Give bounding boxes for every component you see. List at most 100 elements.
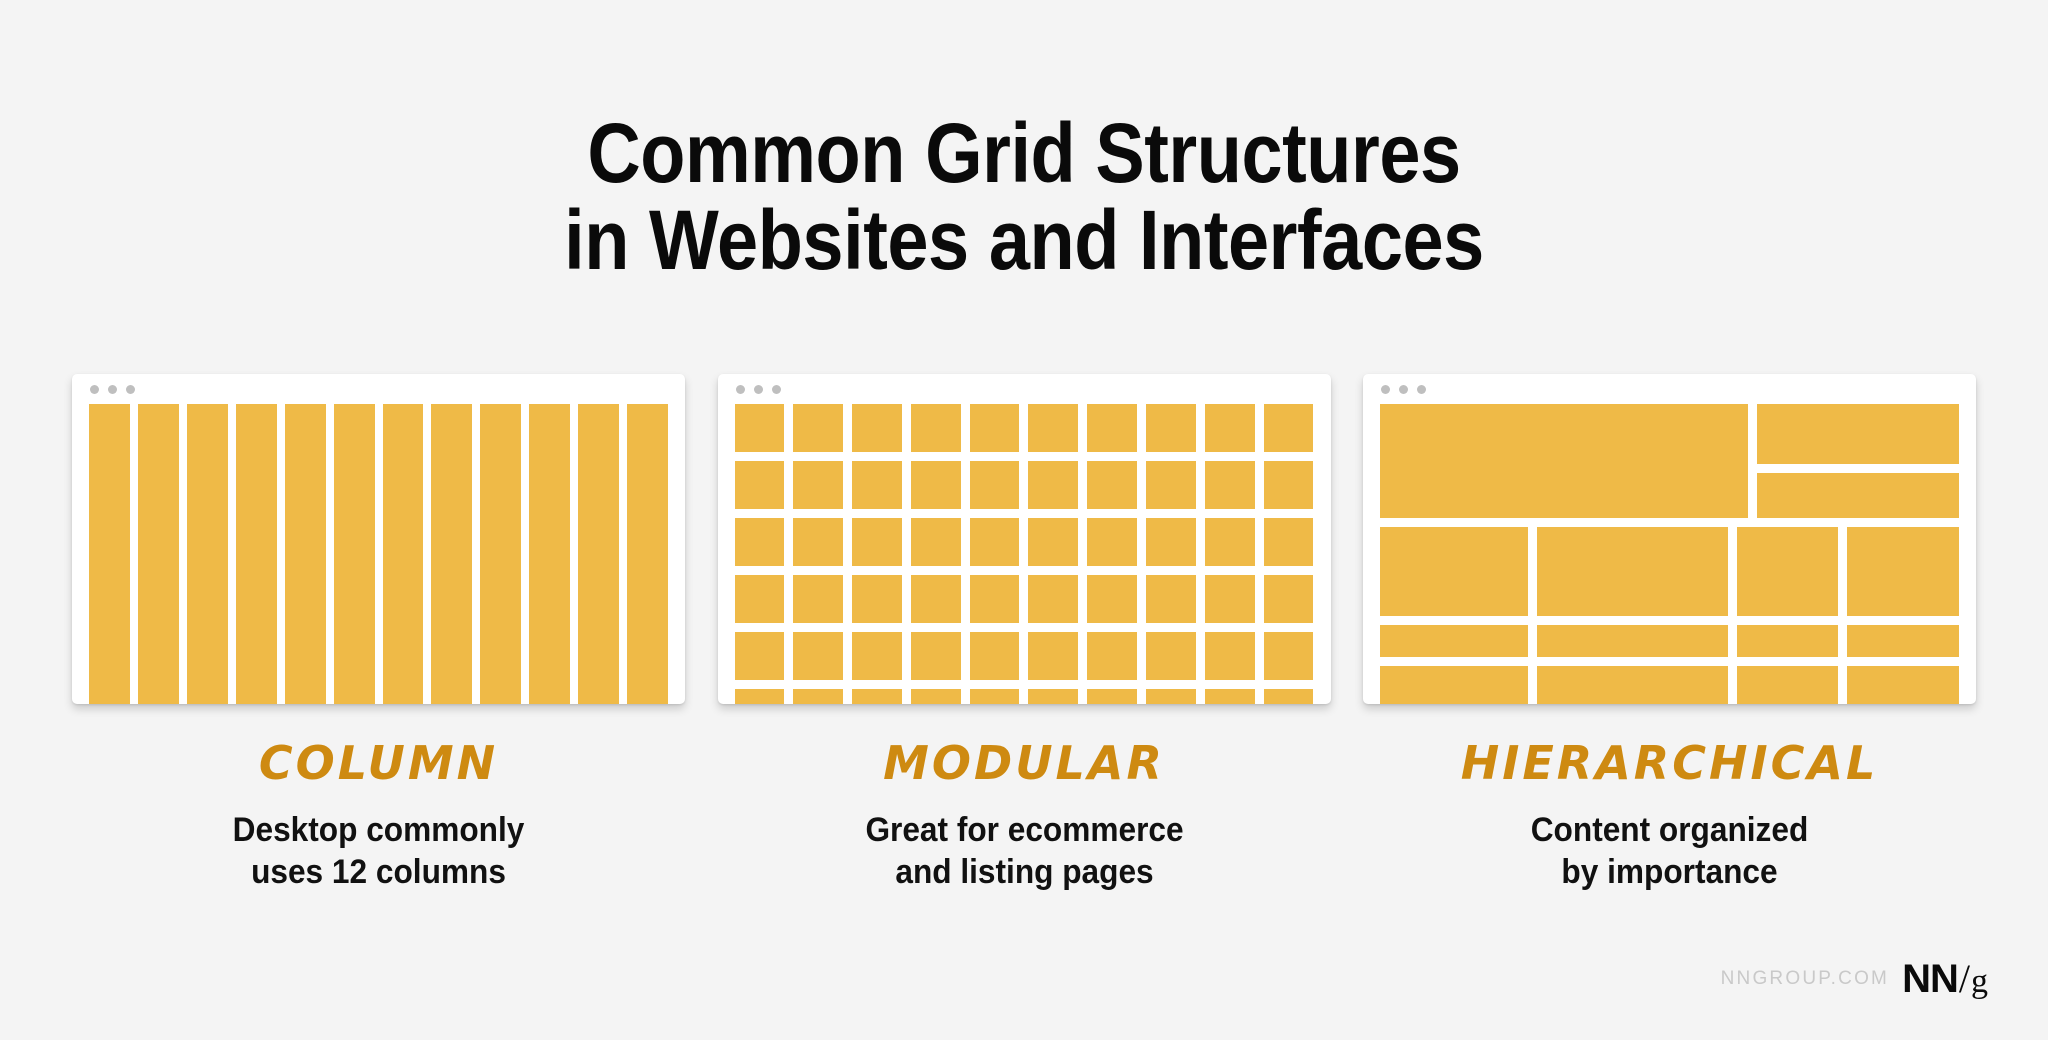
hierarchy-side-column <box>1756 404 1959 519</box>
modular-cell <box>1263 518 1314 566</box>
caption-description-line-1: Desktop commonly <box>232 811 525 849</box>
modular-cell <box>852 518 902 566</box>
modular-cell <box>852 404 902 452</box>
modular-cell <box>1263 632 1314 680</box>
modular-cell <box>1146 404 1196 452</box>
hierarchy-row <box>1380 404 1959 519</box>
grid-column <box>480 404 522 704</box>
modular-cell <box>1087 404 1138 452</box>
nng-logo-g: g <box>1971 963 1988 1000</box>
modular-cell <box>734 575 785 623</box>
grid-structure-panels: COLUMN Desktop commonly uses 12 columns … <box>72 374 1976 894</box>
caption-description-line-2: uses 12 columns <box>251 852 506 891</box>
grid-column <box>382 404 424 704</box>
modular-cell <box>1087 632 1138 680</box>
hierarchy-block-side-top <box>1756 404 1959 464</box>
modular-cell <box>734 461 785 509</box>
modular-cell <box>1087 518 1138 566</box>
browser-window-hierarchical <box>1363 374 1976 704</box>
modular-cell <box>1263 404 1314 452</box>
hierarchy-block <box>1847 527 1959 617</box>
hierarchy-block <box>1736 625 1839 657</box>
modular-cell <box>1028 632 1079 680</box>
caption-description-line-1: Content organized <box>1530 811 1809 849</box>
window-dot-icon <box>1381 384 1390 394</box>
grid-column <box>89 404 130 704</box>
caption-description: Desktop commonly uses 12 columns <box>93 810 663 894</box>
modular-cell <box>969 689 1020 704</box>
grid-column <box>529 404 571 704</box>
window-content-hierarchical <box>1380 404 1959 704</box>
modular-cell <box>910 404 961 452</box>
window-dot-icon <box>771 384 781 394</box>
modular-cell <box>734 632 785 680</box>
grid-column <box>333 404 375 704</box>
modular-cell <box>969 461 1020 509</box>
modular-cell <box>910 461 961 509</box>
modular-cell <box>793 689 844 704</box>
nng-logo-slash: / <box>1958 956 1970 1001</box>
modular-cell <box>852 632 902 680</box>
column-grid-diagram <box>89 404 668 704</box>
window-dot-icon <box>90 384 99 394</box>
modular-cell <box>1028 575 1079 623</box>
panel-column: COLUMN Desktop commonly uses 12 columns <box>72 374 685 894</box>
caption-title: MODULAR <box>883 736 1165 790</box>
modular-cell <box>910 518 961 566</box>
modular-cell <box>1146 461 1196 509</box>
hierarchy-block <box>1536 527 1728 617</box>
modular-cell <box>1087 689 1138 704</box>
caption-description-line-1: Great for ecommerce <box>864 811 1184 849</box>
modular-cell <box>852 461 902 509</box>
hierarchy-block <box>1736 665 1839 704</box>
window-content-modular <box>734 404 1314 704</box>
modular-cell <box>793 404 844 452</box>
grid-column <box>431 404 473 704</box>
modular-cell <box>910 575 961 623</box>
footer-branding: NNGROUP.COM NN / g <box>1721 955 1988 1002</box>
modular-cell <box>793 518 844 566</box>
modular-cell <box>1028 404 1079 452</box>
modular-cell <box>1146 632 1196 680</box>
caption-description: Great for ecommerce and listing pages <box>739 810 1309 894</box>
hierarchy-block <box>1536 665 1728 704</box>
hierarchy-block <box>1380 625 1528 657</box>
modular-cell <box>734 689 785 704</box>
hierarchical-grid-diagram <box>1380 404 1959 704</box>
modular-cell <box>1204 518 1255 566</box>
modular-cell <box>793 632 844 680</box>
caption-description-line-2: and listing pages <box>894 852 1154 891</box>
caption-hierarchical: HIERARCHICAL Content organized by import… <box>1363 740 1976 894</box>
modular-cell <box>969 404 1020 452</box>
modular-cell <box>969 518 1020 566</box>
modular-cell <box>1146 689 1196 704</box>
window-dot-icon <box>1417 384 1426 394</box>
modular-cell <box>1028 461 1079 509</box>
modular-cell <box>969 575 1020 623</box>
hierarchy-block <box>1380 527 1528 617</box>
modular-grid-diagram <box>734 404 1314 704</box>
modular-cell <box>910 632 961 680</box>
hierarchy-row <box>1380 625 1959 657</box>
hierarchy-row <box>1380 527 1959 617</box>
modular-cell <box>1204 632 1255 680</box>
hierarchy-block <box>1847 665 1959 704</box>
modular-cell <box>1204 575 1255 623</box>
grid-column <box>235 404 277 704</box>
grid-column <box>627 404 668 704</box>
grid-column <box>186 404 228 704</box>
nng-logo-nn: NN <box>1902 957 1959 1001</box>
grid-column <box>137 404 179 704</box>
page-title-line-1: Common Grid Structures <box>587 106 1461 200</box>
page-title: Common Grid Structures in Websites and I… <box>0 110 2048 283</box>
window-dot-icon <box>1399 384 1408 394</box>
modular-cell <box>793 575 844 623</box>
page-title-line-2: in Websites and Interfaces <box>564 192 1484 287</box>
modular-cell <box>1204 461 1255 509</box>
modular-cell <box>1146 518 1196 566</box>
nng-logo: NN / g <box>1902 955 1988 1002</box>
modular-cell <box>910 689 961 704</box>
modular-cell <box>1028 518 1079 566</box>
window-titlebar <box>72 374 685 404</box>
grid-column <box>284 404 326 704</box>
